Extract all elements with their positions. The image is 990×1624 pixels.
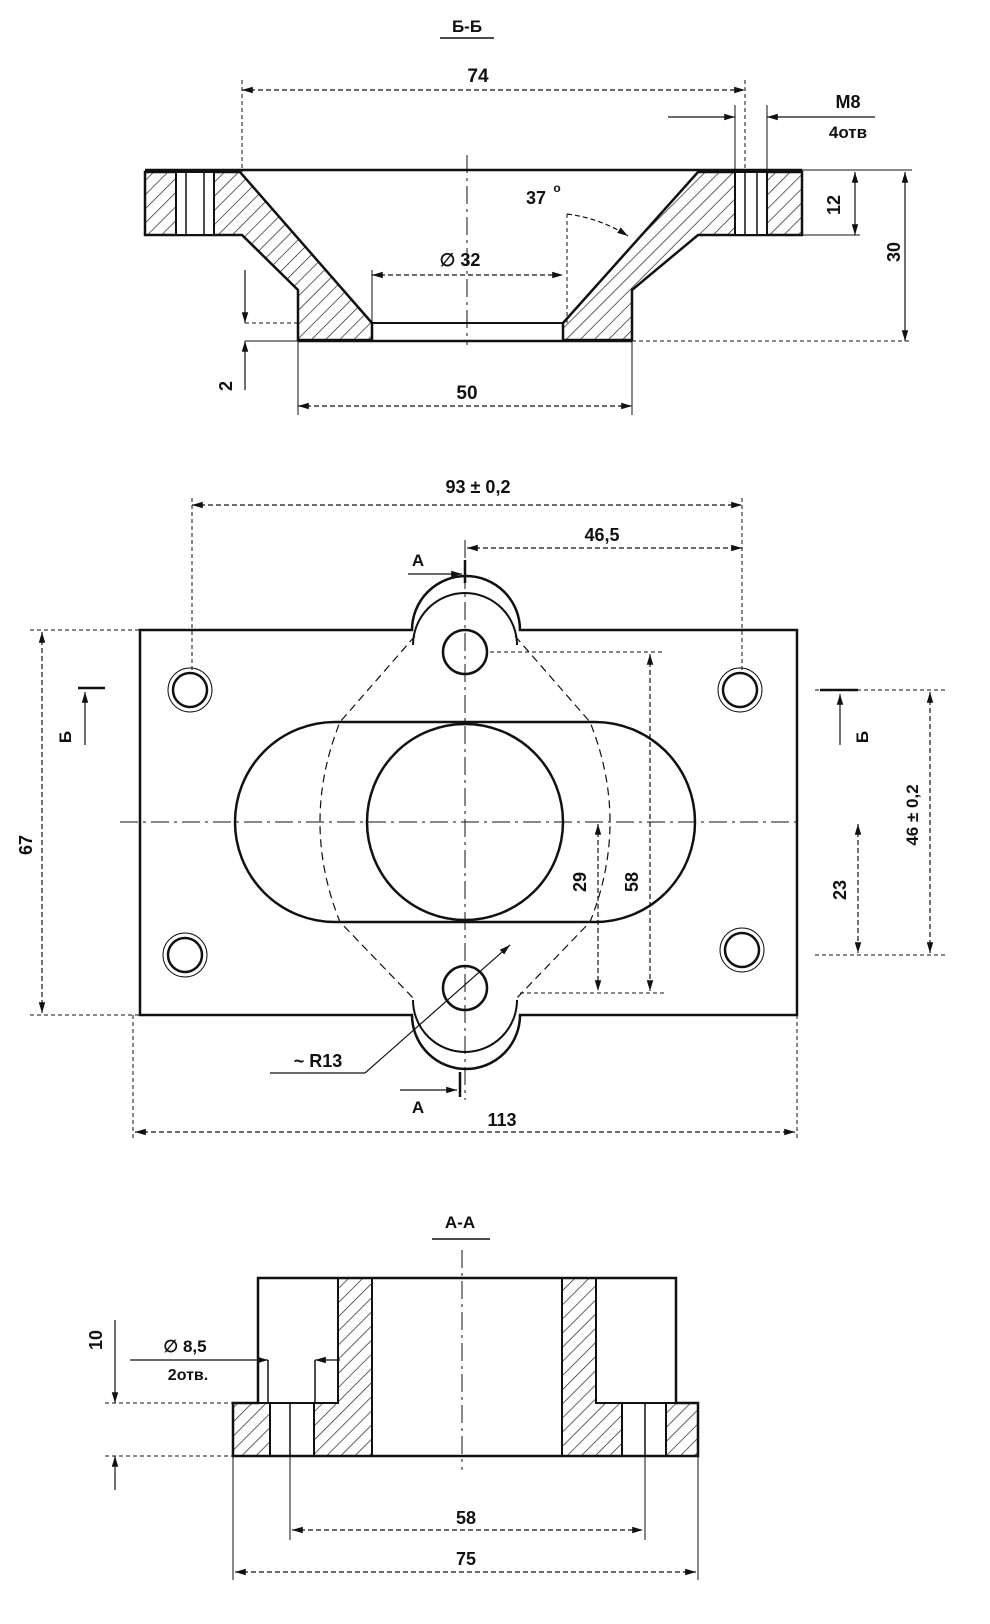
hole-count: 2отв. (168, 1367, 208, 1384)
radius-label: ~ R13 (294, 1051, 343, 1071)
angle-unit: o (553, 181, 560, 195)
dim-29: 29 (570, 872, 590, 892)
dim-23: 23 (830, 880, 850, 900)
section-aa-title: А-А (445, 1213, 475, 1232)
section-aa: А-А 10 ∅ 8,5 2отв. (86, 1213, 700, 1580)
hole-dia: ∅ 8,5 (163, 1337, 206, 1356)
dim-50: 50 (456, 383, 477, 404)
dim-58-aa: 58 (456, 1508, 476, 1528)
dim-10: 10 (86, 1330, 106, 1350)
cut-a-top: А (412, 551, 424, 570)
thread-count: 4отв (829, 123, 867, 142)
dim-12: 12 (824, 195, 844, 215)
dim-2: 2 (216, 381, 236, 391)
dim-30: 30 (884, 242, 904, 262)
cut-b-left: Б (56, 731, 75, 743)
dim-74: 74 (467, 66, 489, 87)
section-bb-title: Б-Б (452, 17, 482, 36)
dim-113: 113 (487, 1110, 516, 1130)
dim-46-5: 46,5 (584, 525, 619, 545)
thread-label: M8 (835, 92, 860, 112)
section-bb: Б-Б 74 M8 4отв 12 (143, 17, 912, 415)
dia-32: ∅ 32 (440, 250, 481, 270)
cut-b-right: Б (853, 731, 872, 743)
angle-label: 37 (526, 188, 546, 208)
dim-67: 67 (16, 835, 36, 855)
cut-a-bottom: А (412, 1098, 424, 1117)
dim-93: 93 ± 0,2 (446, 477, 511, 497)
dim-46: 46 ± 0,2 (903, 784, 922, 845)
plan-view: 93 ± 0,2 46,5 А А Б Б 67 46 ± 0,2 23 (16, 477, 945, 1140)
dim-58-plan: 58 (622, 872, 642, 892)
dim-75: 75 (456, 1549, 476, 1569)
